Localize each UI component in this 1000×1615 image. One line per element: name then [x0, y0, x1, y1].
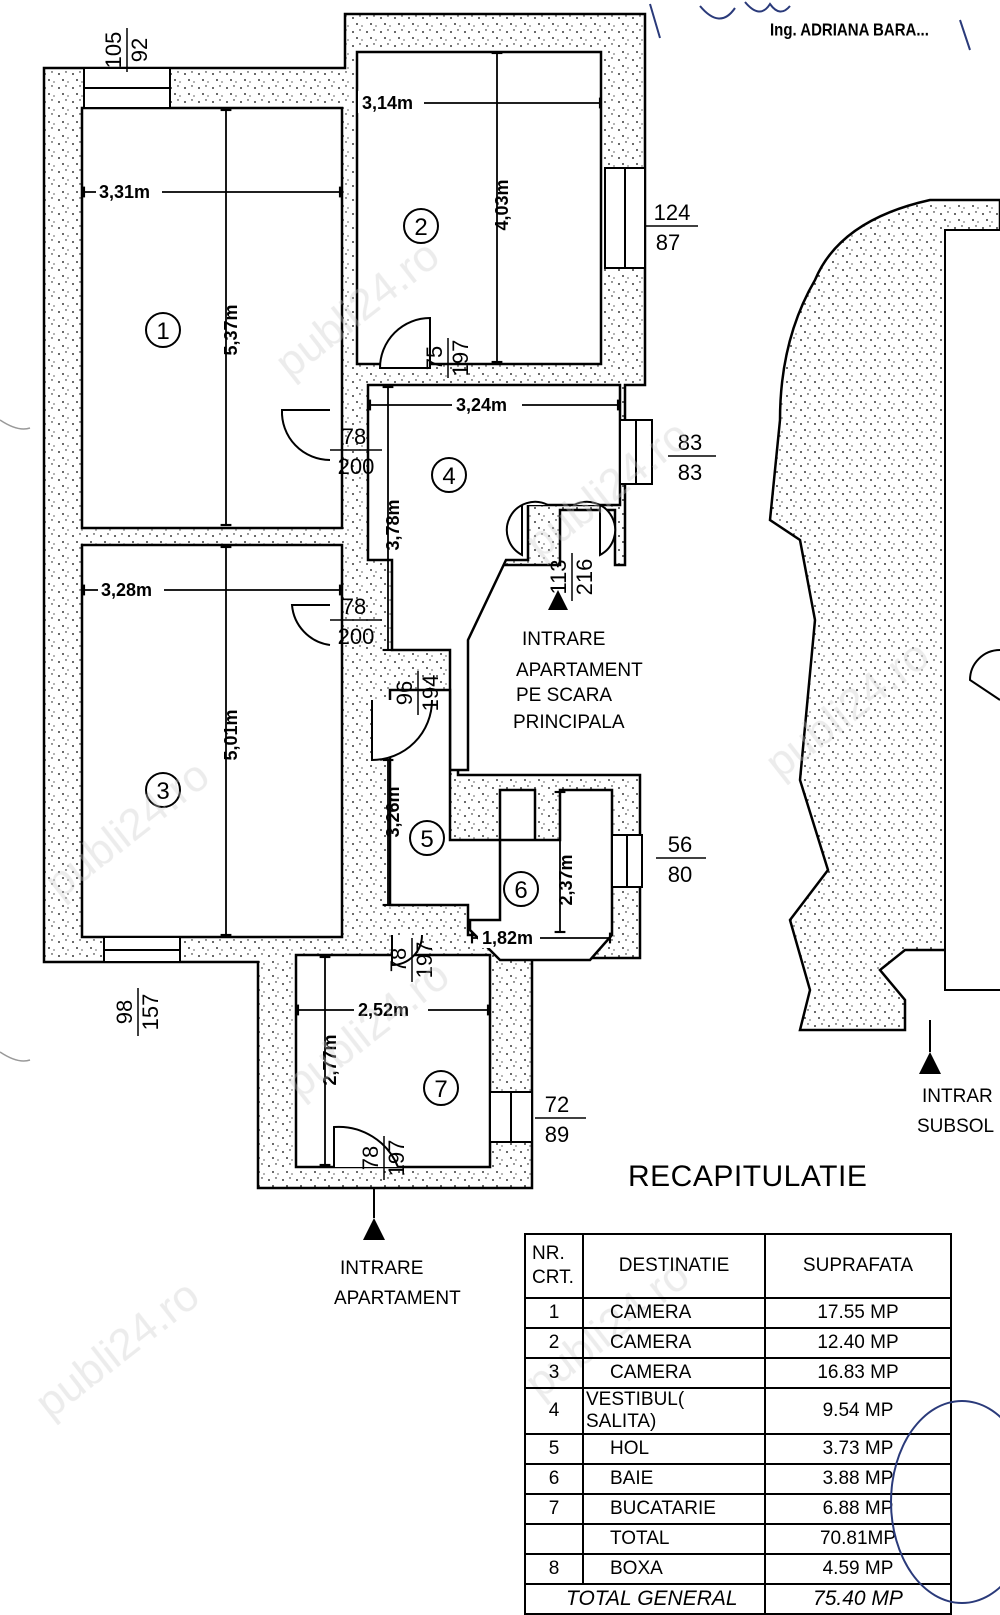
dim-room7-width: 2,52m: [358, 1000, 409, 1020]
svg-text:publi24.ro: publi24.ro: [26, 1270, 208, 1428]
room-number-1: 1: [156, 318, 169, 345]
header-suprafata: SUPRAFATA: [764, 1233, 952, 1299]
door-hall-bottom: 194: [418, 675, 443, 712]
windows: [83, 67, 653, 1143]
basement-entry-line-1: INTRAR: [922, 1086, 993, 1107]
dim-room3-width: 3,28m: [101, 580, 152, 600]
opening-room2-bottom: 87: [656, 230, 680, 255]
door-hall-top: 96: [392, 681, 417, 705]
table-row: 7 BUCATARIE 6.88 MP: [524, 1493, 952, 1525]
signature: [649, 1, 971, 51]
dim-room4-height: 3,78m: [383, 499, 403, 550]
door-entry-bottom: 197: [384, 1140, 409, 1177]
room-markers: [145, 208, 539, 1106]
door-room1-top: 78: [342, 424, 366, 449]
door-room1-bottom: 200: [338, 454, 375, 479]
total-general-row: TOTAL GENERAL 75.40 MP: [524, 1583, 952, 1615]
opening-topleft-bottom: 92: [127, 38, 152, 62]
dim-room7-height: 2,77m: [320, 1034, 340, 1085]
opening-room6-top: 56: [668, 832, 692, 857]
table-row: 4 VESTIBUL( SALITA) 9.54 MP: [524, 1387, 952, 1435]
dim-room1-width: 3,31m: [99, 182, 150, 202]
table-header-row: NR. CRT. DESTINATIE SUPRAFATA: [524, 1233, 952, 1299]
main-entry-line-2: APARTAMENT: [516, 660, 643, 681]
table-row: 5 HOL 3.73 MP: [524, 1433, 952, 1465]
header-destinatie: DESTINATIE: [582, 1233, 766, 1299]
room-number-4: 4: [442, 463, 455, 490]
dim-room2-width: 3,14m: [362, 93, 413, 113]
dim-room3-height: 5,01m: [221, 709, 241, 760]
dim-room5-height: 3,26m: [383, 786, 403, 837]
entry-arrows: [363, 590, 941, 1240]
opening-topleft-top: 105: [101, 32, 126, 69]
dim-room4-width: 3,24m: [456, 395, 507, 415]
opening-room7-bottom: 89: [545, 1122, 569, 1147]
stair-mass: [768, 198, 1000, 1032]
room-number-6: 6: [514, 877, 527, 904]
door-room6-top: 78: [386, 948, 411, 972]
boxa-row: 8 BOXA 4.59 MP: [524, 1553, 952, 1585]
door-room6-bottom: 197: [412, 942, 437, 979]
apt-entry-line-1: INTRARE: [340, 1258, 423, 1279]
doors: [280, 316, 617, 1168]
main-entry-line-4: PRINCIPALA: [513, 712, 625, 733]
door-entry-top: 78: [358, 1146, 383, 1170]
header-nr: NR. CRT.: [524, 1233, 584, 1299]
opening-bottomleft-top: 98: [112, 1000, 137, 1024]
table-row: 3 CAMERA 16.83 MP: [524, 1357, 952, 1389]
dim-room6-height: 2,37m: [556, 854, 576, 905]
room-number-3: 3: [156, 778, 169, 805]
total-row: TOTAL 70.81MP: [524, 1523, 952, 1555]
room-number-7: 7: [434, 1076, 447, 1103]
table-row: 6 BAIE 3.88 MP: [524, 1463, 952, 1495]
door-room2-top: 75: [422, 346, 447, 370]
summary-table: NR. CRT. DESTINATIE SUPRAFATA 1 CAMERA 1…: [524, 1233, 952, 1615]
opening-room4-bottom: 83: [678, 460, 702, 485]
engineer-name: Ing. ADRIANA BARA...: [770, 20, 929, 41]
door-room2-bottom: 197: [448, 340, 473, 377]
room-number-5: 5: [420, 826, 433, 853]
opening-room7-top: 72: [545, 1092, 569, 1117]
door-room3-bottom: 200: [338, 624, 375, 649]
door-room3-top: 78: [342, 594, 366, 619]
opening-bottomleft-bottom: 157: [138, 994, 163, 1031]
opening-room4-top: 83: [678, 430, 702, 455]
door-main-bottom: 216: [572, 559, 597, 596]
door-main-top: 113: [546, 559, 571, 594]
table-row: 2 CAMERA 12.40 MP: [524, 1327, 952, 1359]
dim-room6-width: 1,82m: [482, 928, 533, 948]
main-entry-line-3: PE SCARA: [516, 685, 612, 706]
main-entry-line-1: INTRARE: [522, 629, 605, 650]
room-number-2: 2: [414, 214, 427, 241]
dim-room1-height: 5,37m: [221, 304, 241, 355]
opening-room2-top: 124: [654, 200, 691, 225]
table-row: 1 CAMERA 17.55 MP: [524, 1297, 952, 1329]
summary-title: RECAPITULATIE: [628, 1160, 868, 1193]
basement-entry-line-2: SUBSOL: [917, 1116, 994, 1137]
opening-room6-bottom: 80: [668, 862, 692, 887]
apt-entry-line-2: APARTAMENT: [334, 1288, 461, 1309]
dim-room2-height: 4,03m: [492, 179, 512, 230]
